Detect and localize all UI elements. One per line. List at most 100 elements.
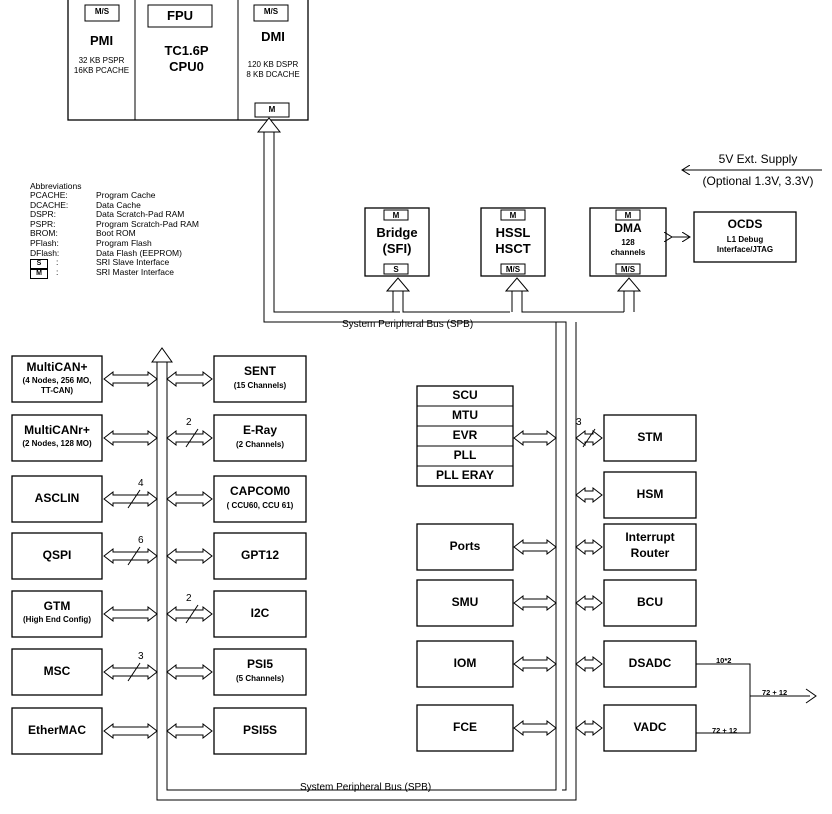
right-column-boxes — [603, 414, 697, 752]
spb-bottom-bus — [151, 322, 577, 801]
top-module-boxes — [364, 207, 797, 277]
abbreviation-key: PSPR: — [30, 218, 56, 229]
pmi-line1: 32 KB PSPR — [78, 56, 125, 65]
cpu-cluster — [67, 0, 309, 121]
abbreviation-value: SRI Slave Interface — [96, 257, 170, 268]
left-column-boxes — [11, 355, 103, 755]
middle-bus-arrow — [166, 370, 213, 388]
center-bus-arrow — [513, 594, 557, 612]
bcu-title: BCU — [637, 595, 663, 609]
bus-connection-arrows — [103, 370, 603, 740]
supply-line2: (Optional 1.3V, 3.3V) — [702, 174, 814, 188]
abbreviation-key: DCACHE: — [30, 199, 69, 210]
spb-label-bottom: System Peripheral Bus (SPB) — [300, 782, 432, 793]
ocds-title: OCDS — [727, 217, 763, 231]
right-bus-arrow — [575, 594, 603, 612]
dmi-port-tag: M — [268, 105, 276, 114]
middle-module-sub1: ( CCU60, CCU 61) — [226, 501, 294, 510]
bridge-bottom-tag: S — [393, 265, 399, 274]
right-bus-arrow — [575, 655, 603, 673]
qspi-width-slash — [127, 546, 141, 566]
dmi-line2: 8 KB DCACHE — [246, 70, 300, 79]
smu-title: SMU — [451, 595, 479, 609]
middle-bus-arrow — [166, 490, 213, 508]
hsm-title: HSM — [636, 487, 664, 501]
dsadc-pin-label: 10*2 — [716, 656, 732, 665]
left-module-title: GTM — [43, 599, 71, 613]
left-module-sub1: (2 Nodes, 128 MO) — [22, 439, 92, 448]
hssl-title1: HSSL — [495, 225, 531, 240]
middle-bus-arrow — [166, 663, 213, 681]
abbreviation-value: Boot ROM — [96, 228, 136, 239]
dmi-tag: M/S — [263, 7, 279, 16]
right-bus-arrow — [575, 719, 603, 737]
bridge-title2: (SFI) — [382, 241, 412, 256]
left-bus-width-label: 3 — [138, 651, 144, 662]
left-module-title: QSPI — [42, 548, 72, 562]
left-bus-arrow — [103, 429, 158, 447]
adc-output-wiring — [696, 663, 817, 734]
left-bus-arrow — [103, 663, 158, 681]
abbreviation-key: DSPR: — [30, 209, 56, 220]
ocds-sub1: L1 Debug — [726, 235, 764, 244]
abbreviation-key: DFlash: — [30, 247, 60, 258]
hssl-bottom-tag: M/S — [505, 265, 521, 274]
center-bus-arrow — [513, 538, 557, 556]
vadc-pin-label: 72 + 12 — [712, 726, 738, 735]
left-bus-width-label: 4 — [138, 478, 144, 489]
center-bus-arrow — [513, 719, 557, 737]
pmi-line2: 16KB PCACHE — [73, 66, 130, 75]
abbreviation-key: M: — [30, 267, 58, 279]
middle-module-title: CAPCOM0 — [229, 484, 290, 498]
left-module-title: MultiCANr+ — [24, 423, 90, 437]
left-module-title: ASCLIN — [34, 491, 80, 505]
stack-bus-arrow — [513, 429, 557, 447]
right-bus-arrow — [575, 538, 603, 556]
i2c-width-slash — [185, 604, 199, 624]
eray-width-slash — [185, 428, 199, 448]
middle-bus-arrow — [166, 605, 213, 623]
dma-bottom-tag: M/S — [620, 265, 636, 274]
msc-width-slash — [127, 662, 141, 682]
dma-top-tag: M — [624, 211, 632, 220]
cpu-name-line2: CPU0 — [169, 59, 204, 74]
center-bus-arrow — [513, 655, 557, 673]
left-module-title: MSC — [43, 664, 71, 678]
spb-label-top: System Peripheral Bus (SPB) — [342, 319, 474, 330]
abbreviation-value: Data Cache — [96, 199, 141, 210]
bridge-top-tag: M — [392, 211, 400, 220]
dma-sub1: 128 — [621, 238, 635, 247]
supply-line1: 5V Ext. Supply — [718, 152, 798, 166]
ocds-sub2: Interface/JTAG — [716, 245, 774, 254]
left-bus-arrow — [103, 490, 158, 508]
stm-width-label: 3 — [576, 417, 582, 428]
dmi-line1: 120 KB DSPR — [247, 60, 299, 69]
fpu-label: FPU — [167, 8, 193, 23]
ports-title: Ports — [449, 539, 481, 553]
left-module-sub2: TT-CAN) — [41, 386, 73, 395]
dmi-title: DMI — [261, 29, 285, 44]
spb-top-bus — [256, 117, 642, 791]
left-bus-arrow — [103, 547, 158, 565]
left-bus-arrow — [103, 605, 158, 623]
middle-bus-arrow — [166, 429, 213, 447]
iom-title: IOM — [453, 656, 477, 670]
abbreviation-value: Data Flash (EEPROM) — [96, 247, 182, 258]
left-bus-width-label: 6 — [138, 535, 144, 546]
stack-item-scu: SCU — [452, 388, 478, 402]
asclin-width-slash — [127, 489, 141, 509]
abbreviation-value: Program Flash — [96, 238, 152, 248]
pmi-tag: M/S — [94, 7, 110, 16]
dma-sub2: channels — [610, 248, 646, 257]
interface-box-icon: S — [30, 259, 48, 270]
middle-module-sub1: (15 Channels) — [233, 381, 287, 390]
cpu-name-line1: TC1.6P — [164, 43, 209, 58]
abbreviation-key: PFlash: — [30, 238, 59, 248]
middle-bus-arrow — [166, 547, 213, 565]
stack-item-mtu: MTU — [452, 408, 478, 422]
dsadc-title: DSADC — [628, 656, 672, 670]
abbreviation-key: PCACHE: — [30, 190, 68, 200]
fce-title: FCE — [453, 720, 477, 734]
middle-module-sub1: (2 Channels) — [235, 440, 284, 449]
middle-module-title: PSI5S — [242, 723, 278, 737]
